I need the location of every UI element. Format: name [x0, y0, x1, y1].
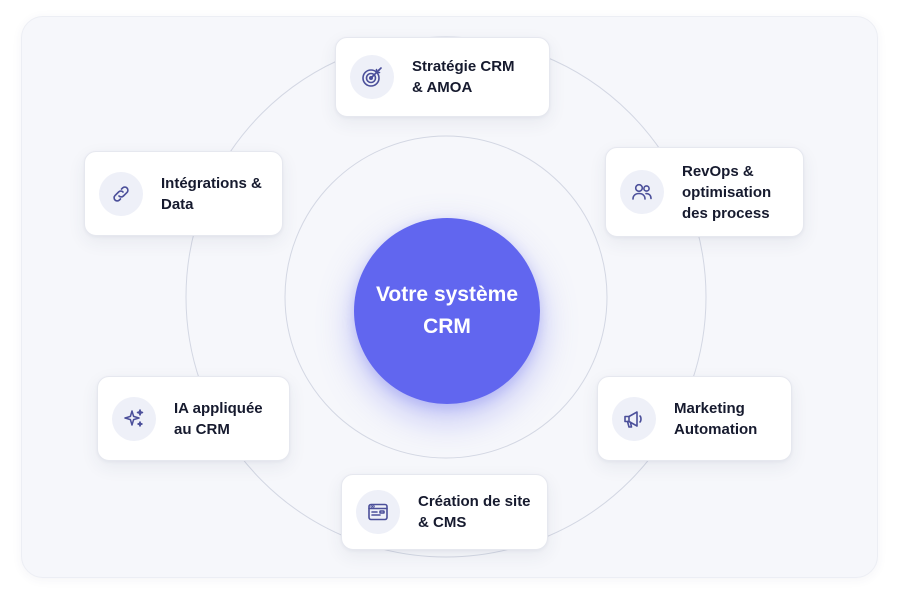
icon-badge [356, 490, 400, 534]
node-label: Création de site & CMS [418, 493, 531, 531]
megaphone-icon [624, 410, 642, 428]
node-card-integrations-data[interactable]: Intégrations & Data [84, 151, 283, 236]
browser-window-icon [368, 503, 388, 521]
node-label: Stratégie CRM & AMOA [412, 58, 515, 96]
node-card-revops[interactable]: RevOps & optimisation des process [605, 147, 804, 237]
node-card-ia-crm[interactable]: IA appliquée au CRM [97, 376, 290, 461]
icon-badge [350, 55, 394, 99]
sparkles-icon [124, 408, 144, 427]
icon-badge [612, 396, 656, 441]
icon-badge [620, 170, 664, 214]
users-icon [632, 183, 652, 200]
node-card-marketing-automation[interactable]: Marketing Automation [597, 376, 792, 461]
link-icon [113, 185, 129, 202]
target-icon [362, 67, 382, 87]
center-label: Votre système CRM [375, 283, 519, 338]
node-card-strategie-crm[interactable]: Stratégie CRM & AMOA [335, 37, 550, 117]
node-card-creation-site[interactable]: Création de site & CMS [341, 474, 548, 550]
center-circle: Votre système CRM [354, 218, 540, 404]
inner-orbit-ring [284, 135, 608, 459]
node-label: IA appliquée au CRM [174, 399, 263, 438]
node-label: Marketing Automation [674, 399, 758, 438]
icon-badge [112, 396, 156, 441]
icon-badge [99, 171, 143, 216]
node-label: Intégrations & Data [161, 174, 262, 213]
node-label: RevOps & optimisation des process [682, 162, 772, 222]
